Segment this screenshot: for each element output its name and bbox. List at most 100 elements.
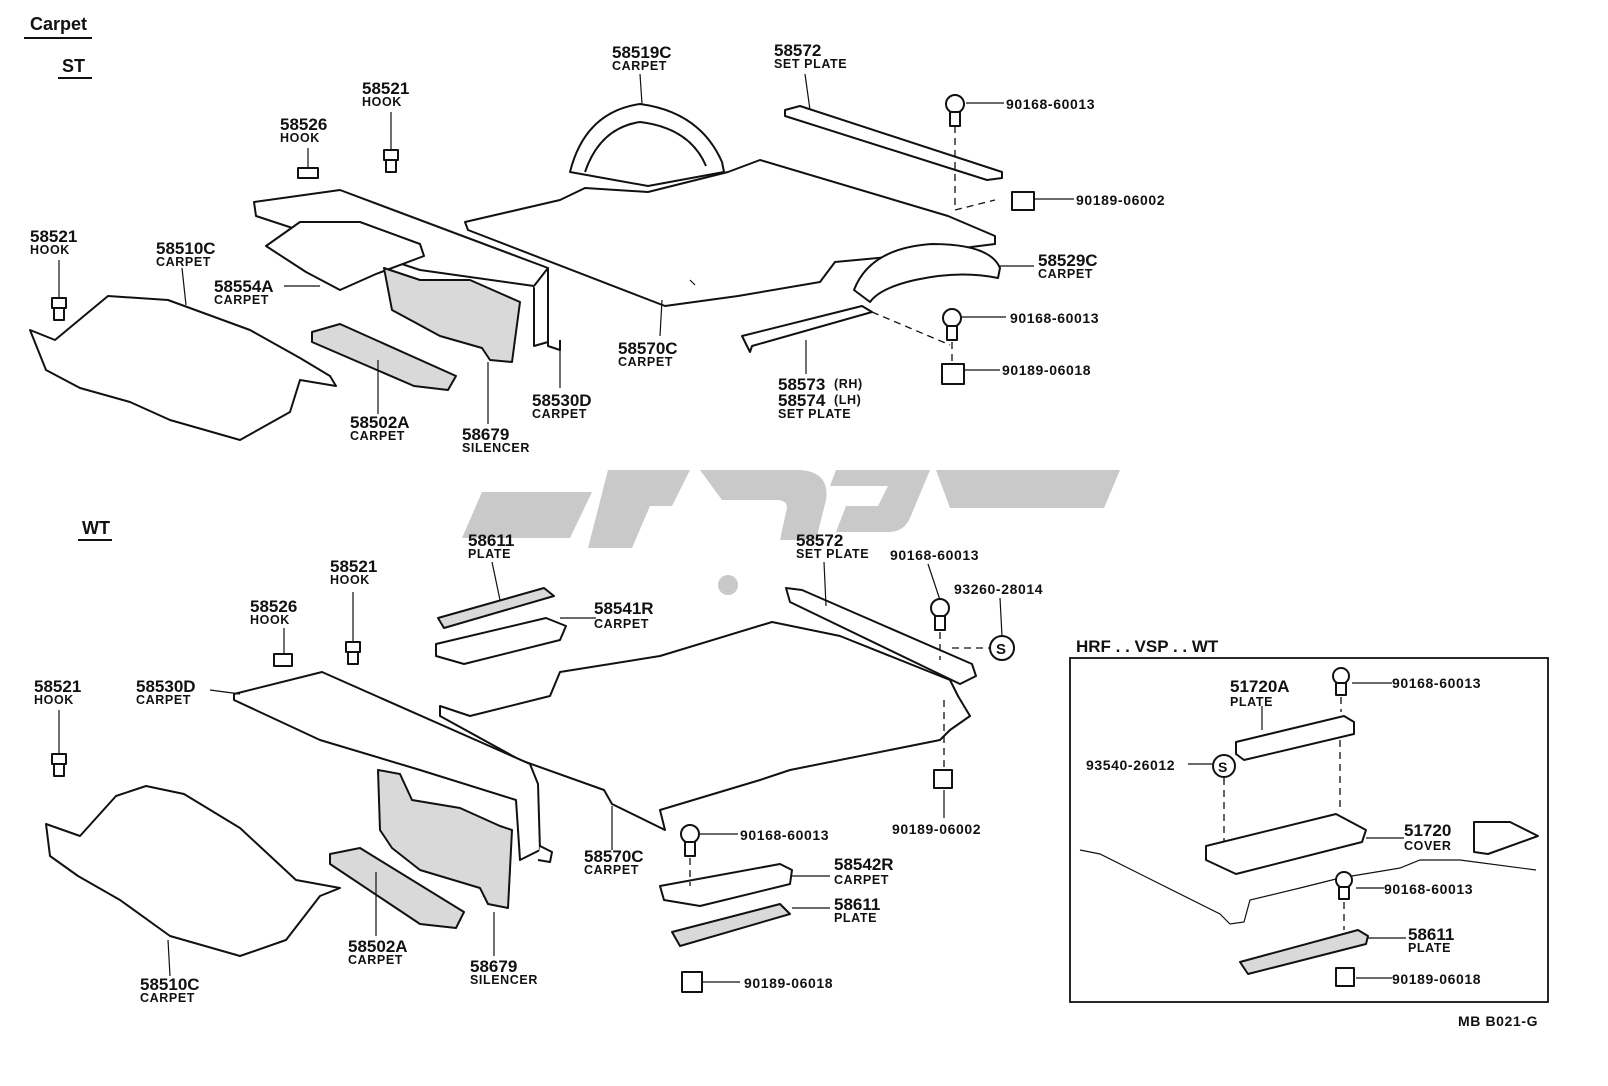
wt-label-93260: 93260-28014 bbox=[954, 581, 1043, 597]
wt-part-58570c-floor-carpet bbox=[439, 621, 971, 831]
st-bolt-90168-a-shape bbox=[945, 94, 965, 127]
part-number: 58502A bbox=[348, 937, 408, 956]
wt-part-58611-a-plate bbox=[437, 587, 555, 629]
part-name: CARPET bbox=[532, 407, 587, 421]
wt-part-58541r-carpet bbox=[435, 617, 567, 665]
inset-body-outline bbox=[1079, 849, 1537, 925]
part-name: SILENCER bbox=[462, 441, 530, 455]
part-name: COVER bbox=[1404, 839, 1451, 853]
part-suffix-lh: (LH) bbox=[834, 393, 861, 407]
part-name: CARPET bbox=[136, 693, 191, 707]
part-name: HOOK bbox=[250, 613, 290, 627]
part-number: 58519C bbox=[612, 43, 672, 62]
part-suffix-rh: (RH) bbox=[834, 377, 863, 391]
wt-nut-90189-a-shape bbox=[933, 769, 953, 789]
part-number: 58572 bbox=[774, 41, 821, 60]
part-number: 58679 bbox=[470, 957, 517, 976]
wt-label-58502a: 58502A CARPET bbox=[348, 937, 408, 967]
part-name: SILENCER bbox=[470, 973, 538, 987]
wt-label-90168-b: 90168-60013 bbox=[740, 827, 829, 843]
inset-frame bbox=[1069, 657, 1549, 1003]
part-number: 58530D bbox=[532, 391, 592, 410]
st-label-58510c: 58510C CARPET bbox=[156, 239, 216, 269]
inset-leader-lines bbox=[1188, 682, 1406, 979]
part-name: PLATE bbox=[1408, 941, 1451, 955]
inset-s-symbol-93540 bbox=[1212, 754, 1236, 778]
wt-label-58570c: 58570C CARPET bbox=[584, 847, 644, 877]
inset-label-90168-b: 90168-60013 bbox=[1384, 881, 1473, 897]
part-name: PLATE bbox=[468, 547, 511, 561]
st-part-58510c-front-carpet bbox=[29, 295, 337, 441]
wt-bolt-90168-b-shape bbox=[680, 824, 700, 857]
wt-s-symbol-letter: S bbox=[996, 641, 1006, 658]
st-hook-58526-shape bbox=[297, 167, 319, 179]
st-hook-58521-b-shape bbox=[51, 260, 67, 321]
st-label-58521-b: 58521 HOOK bbox=[30, 227, 77, 257]
inset-dashed-lines bbox=[1223, 697, 1345, 930]
st-label-58526: 58526 HOOK bbox=[280, 115, 327, 145]
part-number: 58541R bbox=[594, 599, 654, 618]
part-number: 58526 bbox=[250, 597, 297, 616]
wt-hook-58526-shape bbox=[273, 653, 293, 667]
part-number: 58611 bbox=[834, 895, 880, 914]
part-name: SET PLATE bbox=[778, 407, 851, 421]
part-number: 58570C bbox=[584, 847, 644, 866]
st-label-58519c: 58519C CARPET bbox=[612, 43, 672, 73]
wt-label-58541r: 58541R CARPET bbox=[594, 599, 654, 631]
st-label-58554a: 58554A CARPET bbox=[214, 277, 274, 307]
st-part-58570c-floor-carpet bbox=[464, 159, 996, 307]
inset-s-symbol-letter: S bbox=[1218, 759, 1227, 775]
part-name: PLATE bbox=[1230, 695, 1273, 709]
st-hook-58521-a-shape bbox=[383, 112, 399, 173]
st-label-58521-a: 58521 HOOK bbox=[362, 79, 409, 109]
part-name: CARPET bbox=[834, 873, 889, 887]
inset-part-51720a-plate bbox=[1235, 715, 1355, 761]
inset-label-90189: 90189-06018 bbox=[1392, 971, 1481, 987]
page-title-group: Carpet ST WT bbox=[24, 14, 112, 541]
wt-label-90189-a: 90189-06002 bbox=[892, 821, 981, 837]
diagram-code: MB B021-G bbox=[1458, 1013, 1538, 1029]
wt-part-58530d-tunnel-carpet bbox=[233, 671, 541, 861]
st-label-58502a: 58502A CARPET bbox=[350, 413, 410, 443]
wt-part-58502a-carpet bbox=[329, 847, 465, 929]
part-number: 58529C bbox=[1038, 251, 1098, 270]
st-label-90168-b: 90168-60013 bbox=[1010, 310, 1099, 326]
section-label-wt: WT bbox=[82, 518, 110, 538]
part-name: CARPET bbox=[1038, 267, 1093, 281]
section-label-st: ST bbox=[62, 56, 85, 76]
part-name: CARPET bbox=[618, 355, 673, 369]
st-label-58679: 58679 SILENCER bbox=[462, 425, 530, 455]
part-name: HOOK bbox=[34, 693, 74, 707]
inset-label-93540: 93540-26012 bbox=[1086, 757, 1175, 773]
part-number: 58611 bbox=[468, 531, 514, 550]
wt-label-90189-b: 90189-06018 bbox=[744, 975, 833, 991]
part-number: 58521 bbox=[330, 557, 377, 576]
wt-label-90168-a: 90168-60013 bbox=[890, 547, 979, 563]
inset-bolt-90168-b-shape bbox=[1335, 871, 1353, 900]
st-label-58530d: 58530D CARPET bbox=[532, 391, 592, 421]
st-section: 58519C CARPET 58572 SET PLATE 90168-6001… bbox=[29, 41, 1165, 455]
wt-part-58572-set-plate bbox=[785, 587, 977, 685]
part-number: 58679 bbox=[462, 425, 509, 444]
inset-part-58611-plate bbox=[1239, 929, 1369, 975]
part-name: CARPET bbox=[156, 255, 211, 269]
part-number: 58510C bbox=[140, 975, 200, 994]
st-label-90189-a: 90189-06002 bbox=[1076, 192, 1165, 208]
wt-part-58510c-front-carpet bbox=[45, 785, 341, 957]
wt-label-58530d: 58530D CARPET bbox=[136, 677, 196, 707]
inset-title: HRF . . VSP . . WT bbox=[1076, 637, 1219, 656]
part-name: CARPET bbox=[612, 59, 667, 73]
st-part-58554a-carpet-bracket bbox=[265, 221, 425, 291]
st-leader-lines bbox=[181, 73, 1074, 424]
part-number: 58611 bbox=[1408, 925, 1454, 944]
inset-label-51720a: 51720A PLATE bbox=[1230, 677, 1290, 709]
part-number: 58572 bbox=[796, 531, 843, 550]
part-name: SET PLATE bbox=[796, 547, 869, 561]
st-part-58529c-wheelhouse-carpet bbox=[853, 243, 1001, 303]
st-label-58529c: 58529C CARPET bbox=[1038, 251, 1098, 281]
part-number: 58502A bbox=[350, 413, 410, 432]
part-number: 51720A bbox=[1230, 677, 1290, 696]
st-part-58679-silencer bbox=[383, 267, 521, 363]
